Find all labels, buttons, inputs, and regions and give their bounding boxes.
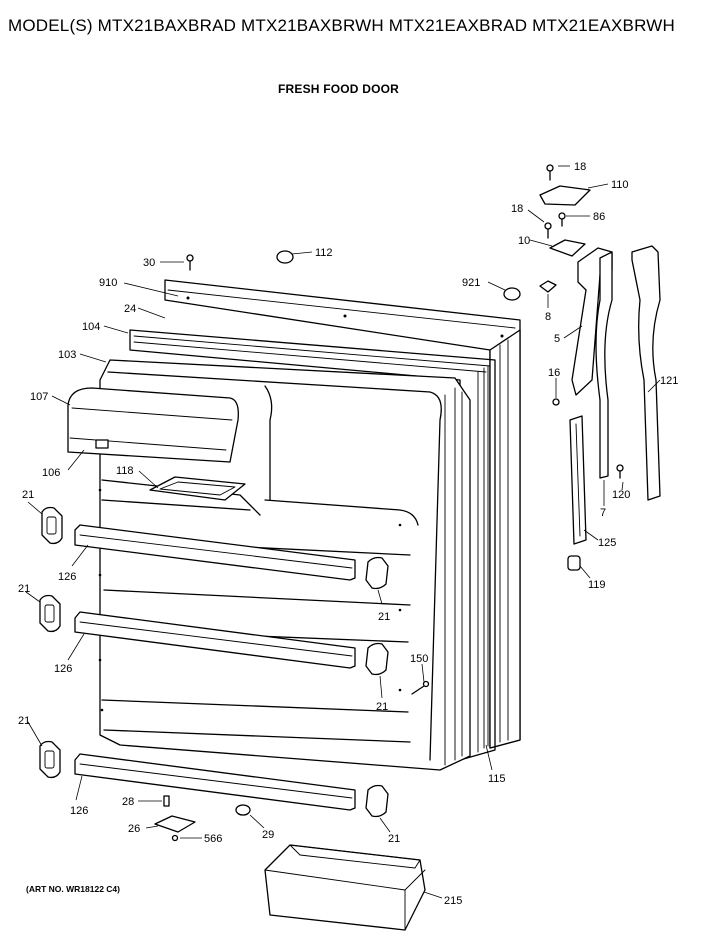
label-29: 29 <box>262 829 274 841</box>
label-107: 107 <box>30 391 48 403</box>
label-566: 566 <box>204 833 222 845</box>
label-21: 21 <box>22 489 34 501</box>
label-125: 125 <box>598 537 616 549</box>
label-24: 24 <box>124 303 136 315</box>
label-21: 21 <box>18 715 30 727</box>
label-26: 26 <box>128 823 140 835</box>
diagram-subtitle: FRESH FOOD DOOR <box>278 82 400 96</box>
label-110: 110 <box>611 179 629 191</box>
label-126: 126 <box>54 663 72 675</box>
label-921: 921 <box>462 277 480 289</box>
label-18: 18 <box>511 203 523 215</box>
label-126: 126 <box>58 571 76 583</box>
art-number: (ART NO. WR18122 C4) <box>26 884 120 894</box>
leader-lines <box>25 165 661 899</box>
label-112: 112 <box>315 247 333 259</box>
dairy-door <box>67 387 239 463</box>
label-215: 215 <box>444 895 462 907</box>
label-106: 106 <box>42 467 60 479</box>
label-21: 21 <box>376 701 388 713</box>
label-119: 119 <box>588 579 606 591</box>
label-8: 8 <box>545 311 551 323</box>
small-parts <box>154 164 624 842</box>
label-7: 7 <box>600 507 606 519</box>
label-21: 21 <box>18 583 30 595</box>
label-10: 10 <box>518 235 530 247</box>
label-28: 28 <box>122 796 134 808</box>
label-86: 86 <box>593 211 605 223</box>
shelf-end-caps <box>39 506 389 818</box>
label-103: 103 <box>58 349 76 361</box>
shelf-bars <box>74 524 356 811</box>
label-150: 150 <box>410 653 428 665</box>
label-104: 104 <box>82 321 100 333</box>
label-18: 18 <box>574 161 586 173</box>
door-bin <box>264 844 426 931</box>
label-118: 118 <box>116 465 134 477</box>
outer-door-panel <box>164 279 521 749</box>
label-120: 120 <box>612 489 630 501</box>
label-5: 5 <box>554 333 560 345</box>
label-121: 121 <box>660 375 678 387</box>
label-21: 21 <box>388 833 400 845</box>
label-126: 126 <box>70 805 88 817</box>
hinge-handle-parts <box>569 245 661 545</box>
label-910: 910 <box>99 277 117 289</box>
diagram-title: MODEL(S) MTX21BAXBRAD MTX21BAXBRWH MTX21… <box>8 16 675 35</box>
label-115: 115 <box>488 773 506 785</box>
label-16: 16 <box>548 367 560 379</box>
part-number-labels: 18 110 18 86 10 30 112 910 921 24 8 104 … <box>18 161 678 907</box>
butter-tray <box>149 476 246 501</box>
label-30: 30 <box>143 257 155 269</box>
label-21: 21 <box>378 611 390 623</box>
